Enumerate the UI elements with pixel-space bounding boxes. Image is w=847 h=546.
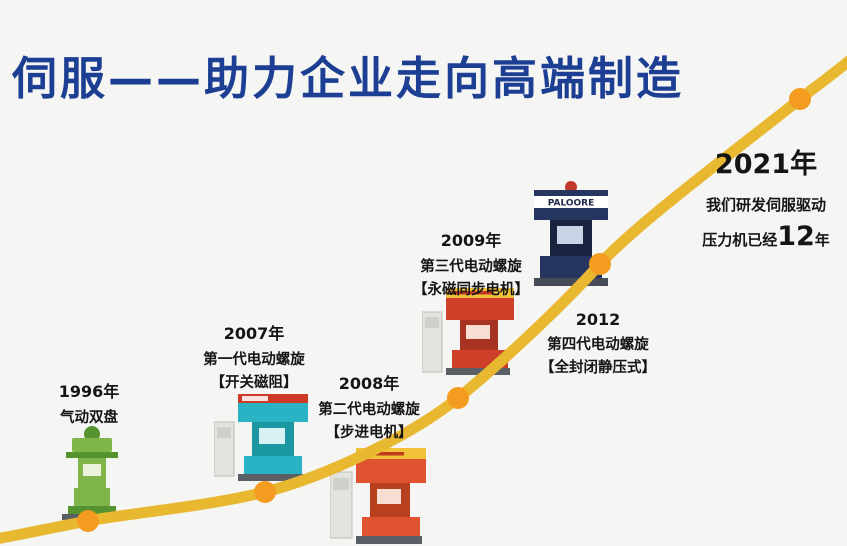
press-baseplate [238,474,304,481]
banner-text-strip [360,452,404,456]
press-foot [68,506,116,514]
milestone-year: 2012 [575,310,621,329]
machine-2008-stepper-motor-press-illustration [330,448,426,544]
milestone-year: 2009年 [440,231,502,250]
press-window [466,325,490,339]
press-window [259,428,285,444]
milestone-label-2012: 2012 第四代电动螺旋 【全封闭静压式】 [512,310,684,380]
finale-line-1: 我们研发伺服驱动 [705,196,826,214]
finale-line2-suffix: 年 [814,231,830,249]
finale-line-2: 压力机已经12年 [686,221,846,256]
press-head [72,438,112,452]
press-base [244,456,302,474]
press-baseplate [62,514,122,520]
finale-year: 2021年 [714,149,818,180]
milestone-description: 第四代电动螺旋 [547,337,649,353]
milestone-description: 气动双盘 [60,410,118,426]
milestone-label-2021: 2021年 我们研发伺服驱动 压力机已经12年 [686,142,846,256]
press-head [356,459,426,483]
finale-line2-prefix: 压力机已经 [702,231,778,249]
milestone-subdescription: 【全封闭静压式】 [540,360,656,376]
press-baseplate [446,368,510,375]
cabinet-panel [217,427,231,438]
milestone-description: 第三代电动螺旋 [420,259,522,275]
press-baseplate [356,536,422,544]
milestone-description: 第一代电动螺旋 [203,352,305,368]
milestone-year: 2007年 [223,324,285,343]
page-title: 伺服——助力企业走向高端制造 [12,52,685,105]
press-base [452,350,508,368]
milestone-label-1996: 1996年 气动双盘 [24,378,154,430]
milestone-label-2008: 2008年 第二代电动螺旋 【步进电机】 [283,370,455,445]
brand-name-text: PALOORE [548,199,595,209]
press-cross-arm [66,452,118,458]
press-window [377,489,401,504]
milestone-description: 第二代电动螺旋 [318,402,420,418]
milestone-marker-2007 [254,481,276,503]
brand-text-strip [242,396,268,401]
milestone-year: 1996年 [58,382,120,401]
milestone-label-2009: 2009年 第三代电动螺旋 【永磁同步电机】 [380,227,562,302]
milestone-marker-2021 [789,88,811,110]
machine-1996-pneumatic-press-illustration [62,426,122,520]
press-base [362,517,420,536]
press-window [83,464,101,476]
finale-years-count: 12 [777,221,815,252]
cabinet-panel [425,317,439,328]
press-base [74,488,110,506]
milestone-subdescription: 【步进电机】 [325,425,413,441]
cabinet-panel [333,478,349,490]
milestone-year: 2008年 [338,374,400,393]
milestone-subdescription: 【永磁同步电机】 [413,282,529,298]
